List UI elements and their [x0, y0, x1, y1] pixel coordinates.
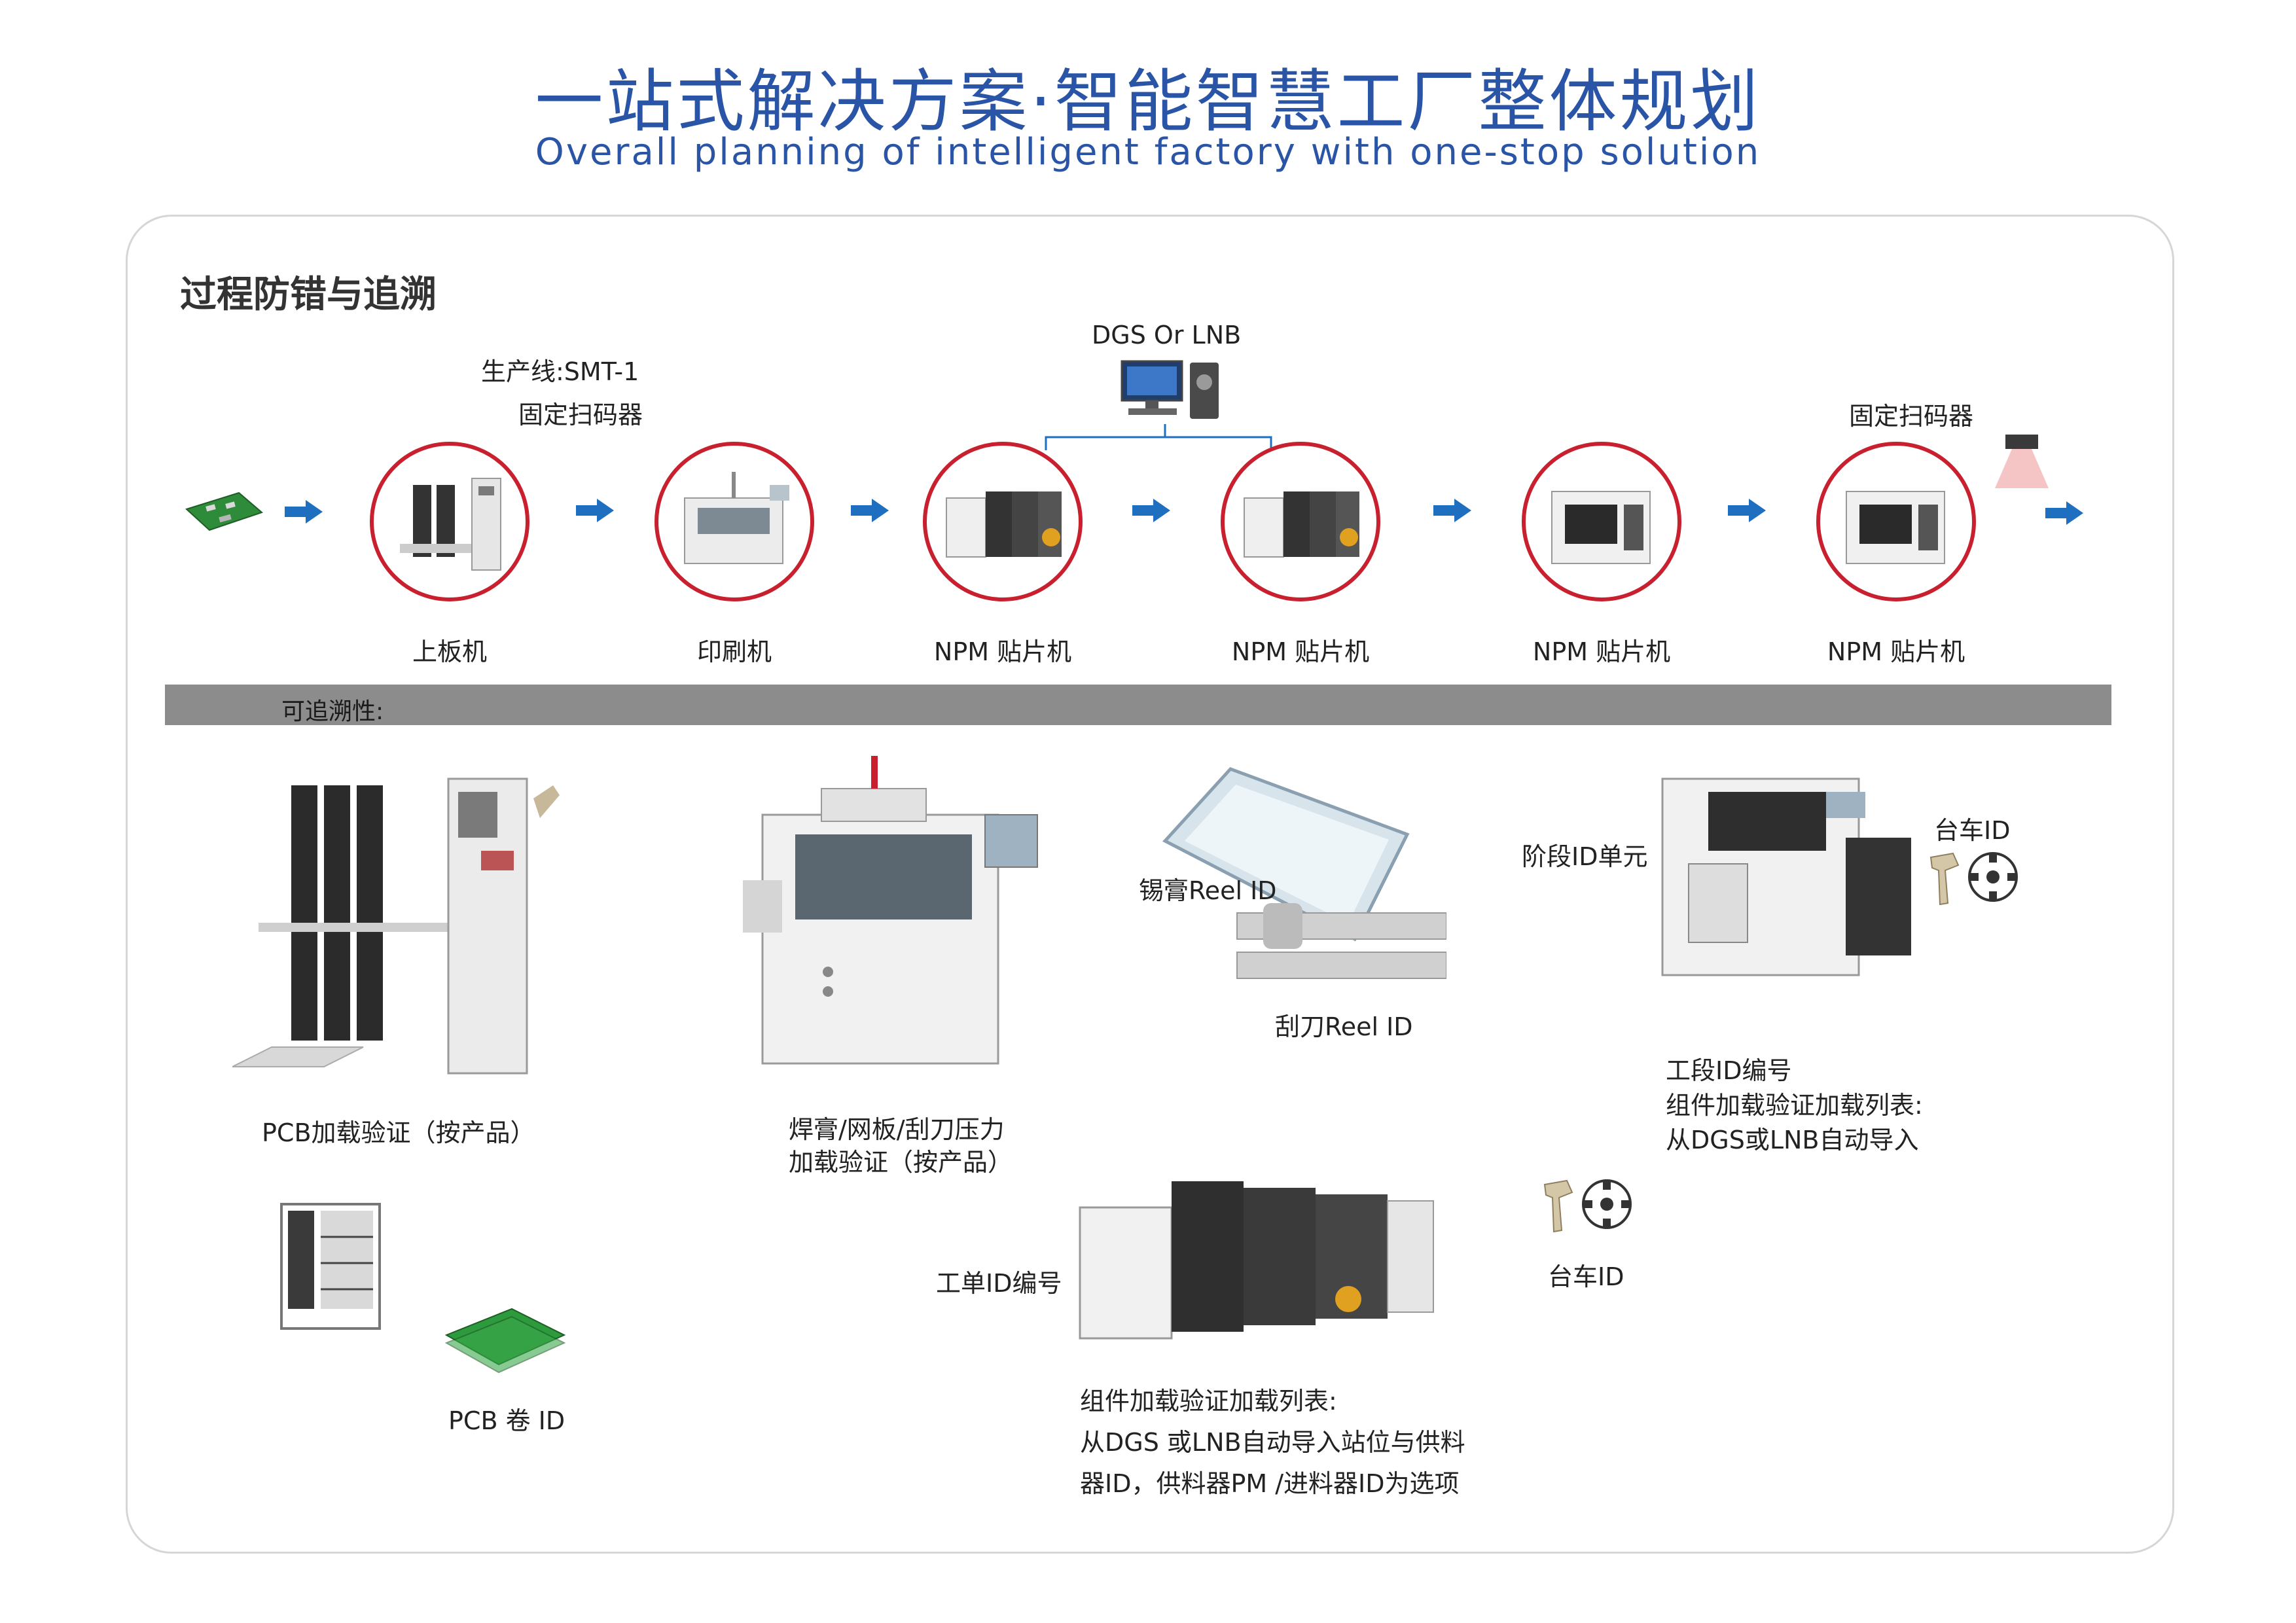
traceability-bar-label: 可追溯性:: [281, 698, 384, 725]
section-title: 过程防错与追溯: [180, 274, 437, 316]
station-label-npm-1: NPM 贴片机: [933, 637, 1072, 666]
flow-arrow-icon: [285, 500, 323, 524]
component-verify-label-2: 从DGS 或LNB自动导入站位与供料: [1080, 1428, 1465, 1457]
station-label-npm-4: NPM 贴片机: [1827, 637, 1965, 666]
dgs-label: DGS Or LNB: [1092, 321, 1242, 349]
printer-verify-label-2: 加载验证（按产品）: [789, 1148, 1013, 1177]
station-circle-loader: [370, 442, 529, 601]
station-label-printer: 印刷机: [696, 637, 772, 666]
cart-id-bottom-label: 台车ID: [1548, 1262, 1624, 1291]
page-subtitle: Overall planning of intelligent factory …: [535, 131, 1761, 173]
station-circle-npm-4: [1816, 442, 1976, 601]
npm-machine-icon: [1846, 491, 1945, 564]
stage-id-unit-label: 阶段ID单元: [1522, 842, 1648, 871]
solder-reel-id-label: 锡膏Reel ID: [1139, 876, 1277, 905]
npm-machine-illustration: [1661, 777, 1911, 976]
station-label-npm-2: NPM 贴片机: [1231, 637, 1370, 666]
printer-machine-illustration: [743, 756, 1038, 1065]
flow-arrow-icon: [1433, 499, 1471, 522]
printer-verify-label-1: 焊膏/网板/刮刀压力: [789, 1115, 1005, 1144]
station-label-loader: 上板机: [412, 637, 487, 666]
pcb-stack-icon: [444, 1308, 566, 1374]
dgs-connector: [1045, 424, 1272, 450]
flow-arrow-icon: [1132, 499, 1170, 522]
cart-id-top-label: 台车ID: [1934, 816, 2011, 845]
pcb-rack-icon: [280, 1203, 381, 1330]
handheld-scanner-reel-icon: [1543, 1179, 1632, 1233]
process-id-label-2: 组件加载验证加载列表:: [1666, 1091, 1923, 1120]
station-circle-npm-1: [923, 442, 1083, 601]
npm-machine-icon: [1244, 491, 1359, 558]
scanner-left-label: 固定扫码器: [518, 401, 643, 429]
npm-machine-icon: [946, 491, 1062, 558]
printer-machine-icon: [684, 472, 789, 564]
station-circle-npm-3: [1522, 442, 1681, 601]
loader-machine-icon: [400, 478, 501, 571]
computer-icon: [1121, 360, 1219, 419]
flow-arrow-icon: [576, 499, 614, 522]
process-id-label-3: 从DGS或LNB自动导入: [1666, 1126, 1919, 1154]
flow-arrow-icon: [2045, 501, 2083, 525]
squeegee-reel-id-label: 刮刀Reel ID: [1275, 1012, 1413, 1041]
work-order-id-label: 工单ID编号: [936, 1269, 1062, 1298]
stencil-squeegee-illustration: [1162, 767, 1446, 979]
line-label: 生产线:SMT-1: [481, 357, 639, 386]
station-label-npm-3: NPM 贴片机: [1532, 637, 1671, 666]
traceability-bar: [165, 685, 2111, 725]
loader-verify-label: PCB加载验证（按产品）: [262, 1118, 535, 1147]
pcb-board-icon: [185, 491, 263, 531]
process-id-label-1: 工段ID编号: [1666, 1056, 1792, 1085]
component-verify-label-3: 器ID，供料器PM /进料器ID为选项: [1080, 1469, 1460, 1498]
station-circle-printer: [655, 442, 814, 601]
scanner-right-label: 固定扫码器: [1849, 402, 1974, 431]
npm-line-illustration: [1079, 1181, 1434, 1340]
loader-machine-illustration: [232, 777, 560, 1075]
component-verify-label-1: 组件加载验证加载列表:: [1080, 1387, 1337, 1416]
fixed-scanner-icon: [1995, 435, 2049, 488]
flow-arrow-icon: [1728, 499, 1766, 522]
page-title: 一站式解决方案·智能智慧工厂整体规划: [535, 62, 1761, 141]
npm-machine-icon: [1551, 491, 1651, 564]
flow-arrow-icon: [851, 499, 889, 522]
station-circle-npm-2: [1221, 442, 1380, 601]
handheld-scanner-reel-icon: [1929, 852, 2018, 906]
pcb-roll-id-label: PCB 卷 ID: [448, 1406, 565, 1435]
